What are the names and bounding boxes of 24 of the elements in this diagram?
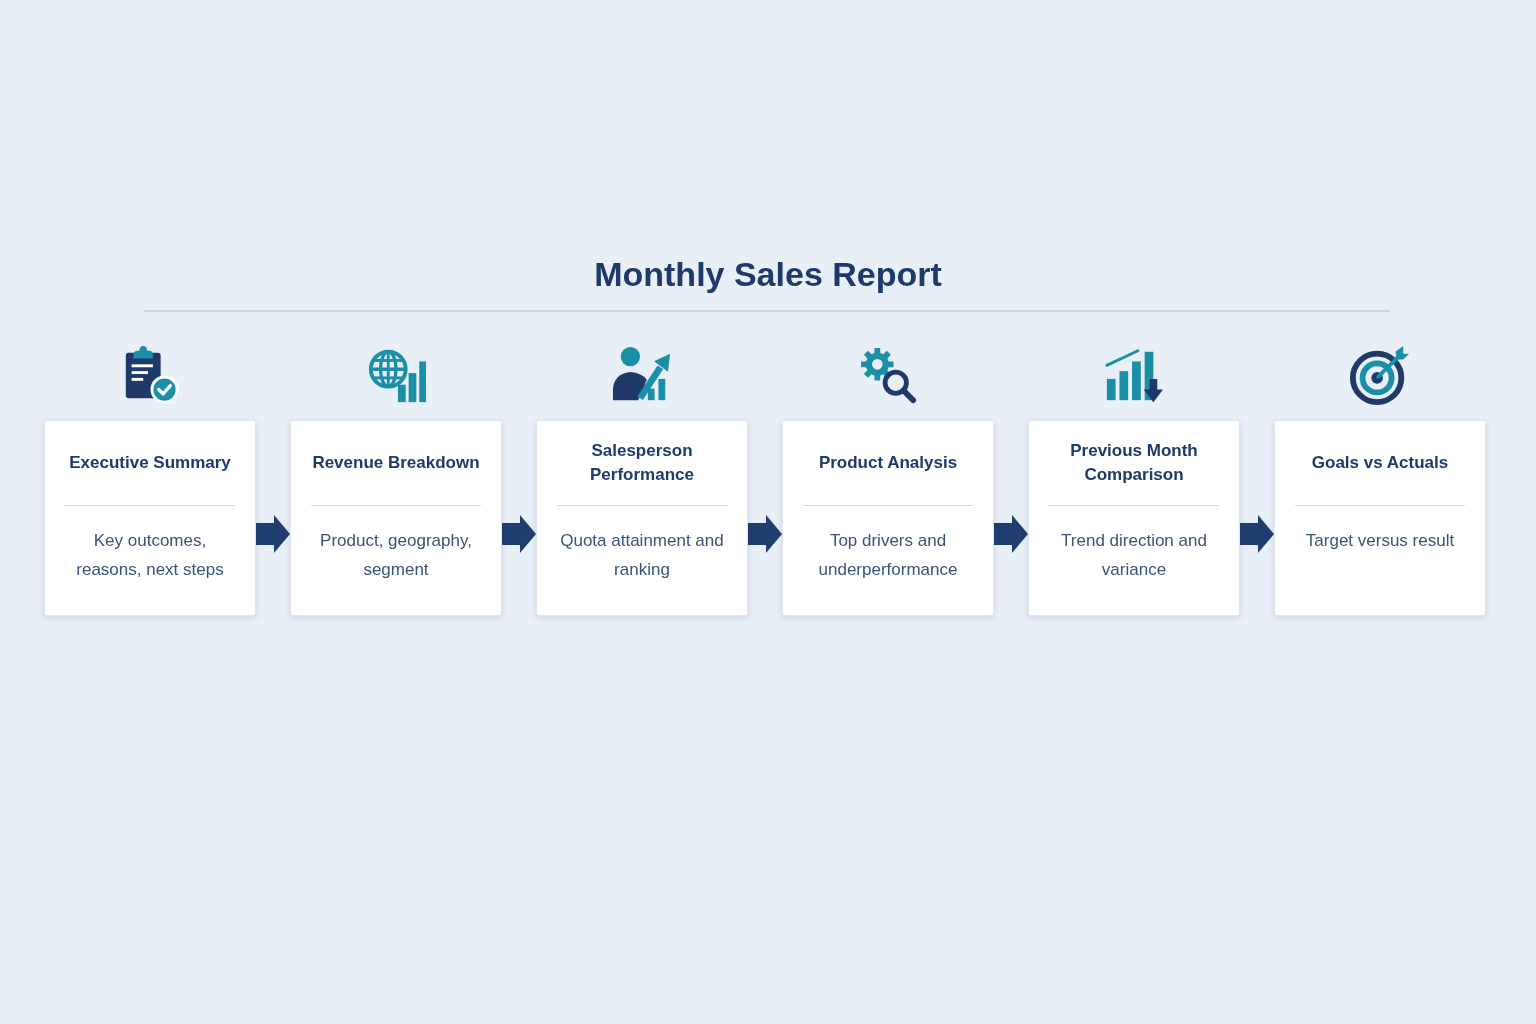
card-description: Product, geography, segment [319, 530, 473, 581]
card-description: Target versus result [1305, 530, 1455, 552]
card-heading: Product Analysis [818, 452, 958, 474]
step-card [782, 420, 994, 616]
card-description: Trend direction and variance [1060, 530, 1208, 581]
step-card [1274, 420, 1486, 616]
card-description: Quota attainment and ranking [559, 530, 725, 581]
card-heading: Executive Summary [69, 452, 231, 474]
step-card [44, 420, 256, 616]
card-description: Top drivers and underperformance [817, 530, 959, 581]
arrow [256, 515, 290, 553]
arrow [748, 515, 782, 553]
step-card [290, 420, 502, 616]
step-card [536, 420, 748, 616]
card-description: Key outcomes, reasons, next steps [75, 530, 225, 581]
card-heading: Revenue Breakdown [312, 452, 480, 474]
arrow [1240, 515, 1274, 553]
arrow [994, 515, 1028, 553]
card-heading: Goals vs Actuals [1311, 452, 1449, 474]
page-title: Monthly Sales Report [594, 254, 942, 295]
card-heading: Salesperson Performance [589, 440, 695, 486]
arrow [502, 515, 536, 553]
card-heading: Previous Month Comparison [1069, 440, 1199, 486]
step-card [1028, 420, 1240, 616]
